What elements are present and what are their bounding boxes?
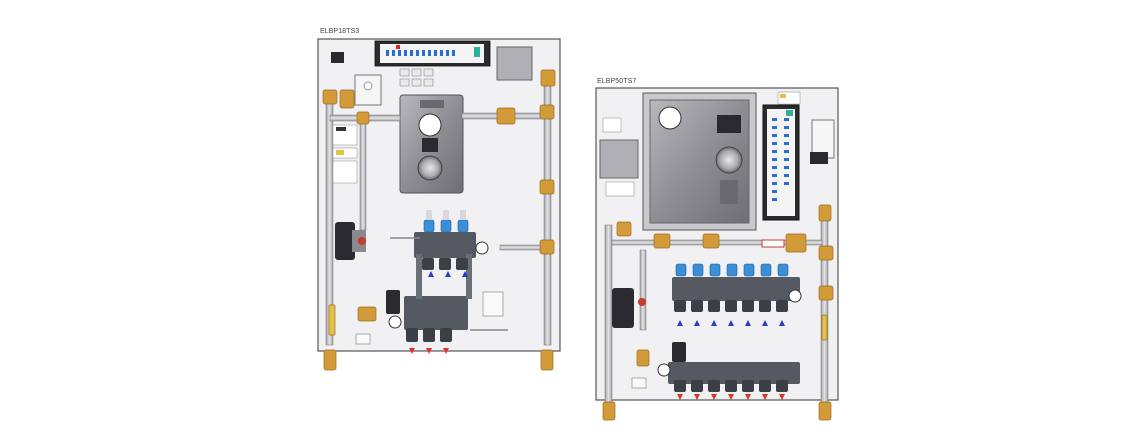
return-arrows-right [677, 394, 785, 400]
supply-arrows-left [428, 271, 468, 277]
small-plug [331, 52, 344, 63]
junction-box [496, 46, 533, 81]
circulator-pump [612, 288, 646, 328]
circulator-pump [335, 222, 366, 260]
relay-grid [399, 68, 434, 87]
electric-boiler [642, 92, 757, 231]
panel-left [317, 38, 561, 371]
warning-labels [332, 124, 358, 184]
panel-label-right: ELBP50TS7 [597, 78, 637, 85]
panel-right [595, 87, 839, 421]
warning-labels [602, 117, 635, 197]
electric-boiler [399, 94, 464, 194]
control-board [762, 104, 800, 221]
return-arrows-left [409, 348, 449, 354]
panel-label-left: ELBP18TS3 [320, 28, 360, 35]
control-board [374, 40, 491, 67]
supply-arrows-right [677, 320, 785, 326]
manifold-right [657, 263, 802, 392]
junction-box [599, 139, 639, 179]
manifold-left [386, 210, 489, 342]
